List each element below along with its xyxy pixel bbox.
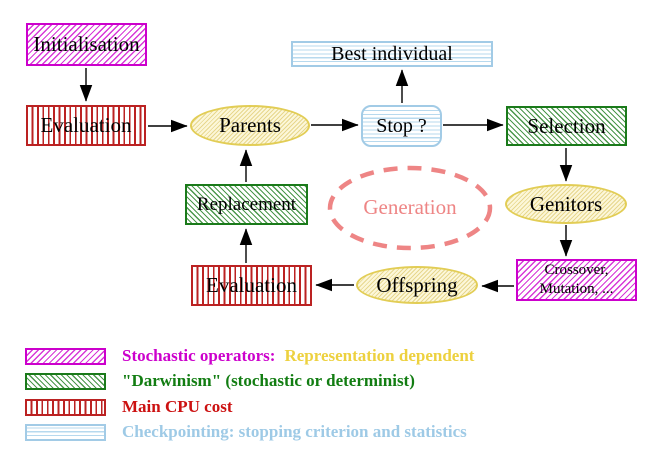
node-genitors: Genitors — [505, 184, 627, 224]
legend-label-darwinism: "Darwinism" (stochastic or determinist) — [122, 371, 415, 390]
node-parents: Parents — [190, 105, 310, 146]
legend-swatch-stochastic-operators — [25, 347, 106, 365]
legend-label-stochastic-operators: Stochastic operators: — [122, 346, 276, 365]
legend-label-main-cpu-cost: Main CPU cost — [122, 397, 233, 416]
node-offspring-label: Offspring — [376, 272, 458, 297]
legend-row-darwinism: "Darwinism" (stochastic or determinist) — [25, 371, 415, 391]
node-replacement: Replacement — [185, 184, 308, 225]
node-stop: Stop ? — [361, 105, 442, 147]
node-evaluation-bottom-label: Evaluation — [206, 273, 297, 297]
legend-swatch-darwinism — [25, 372, 106, 390]
generation-cycle-label: Generation — [363, 195, 457, 219]
node-selection-label: Selection — [527, 113, 606, 138]
node-initialisation-label: Initialisation — [33, 32, 140, 56]
node-stop-label: Stop ? — [376, 114, 427, 137]
node-best-individual-label: Best individual — [331, 42, 453, 65]
generation-cycle-ellipse — [327, 165, 493, 251]
node-evaluation-top: Evaluation — [26, 105, 146, 146]
node-best-individual: Best individual — [291, 41, 493, 67]
node-offspring: Offspring — [356, 266, 478, 304]
legend-row-main-cpu-cost: Main CPU cost — [25, 397, 232, 417]
node-genitors-label: Genitors — [529, 191, 603, 216]
node-crossover-line1: Crossover, — [544, 262, 609, 279]
node-initialisation: Initialisation — [26, 23, 147, 66]
node-parents-label: Parents — [219, 113, 281, 137]
legend-row-checkpointing: Checkpointing: stopping criterion and st… — [25, 422, 467, 442]
legend-swatch-checkpointing — [25, 423, 106, 441]
node-evaluation-bottom: Evaluation — [191, 265, 312, 306]
node-replacement-label: Replacement — [196, 193, 297, 215]
node-crossover-line2: Mutation, ... — [539, 281, 614, 297]
legend-row-stochastic-operators: Stochastic operators: Representation depe… — [25, 346, 474, 366]
legend-text-stochastic-operators: Stochastic operators: Representation depe… — [122, 346, 474, 366]
legend-label-representation-dependent: Representation dependent — [284, 346, 475, 365]
node-selection: Selection — [506, 106, 627, 146]
node-evaluation-top-label: Evaluation — [40, 113, 132, 137]
node-crossover-mutation: Crossover, Mutation, ... — [516, 259, 637, 301]
legend-swatch-main-cpu-cost — [25, 398, 106, 416]
legend-label-checkpointing: Checkpointing: stopping criterion and st… — [122, 422, 467, 441]
